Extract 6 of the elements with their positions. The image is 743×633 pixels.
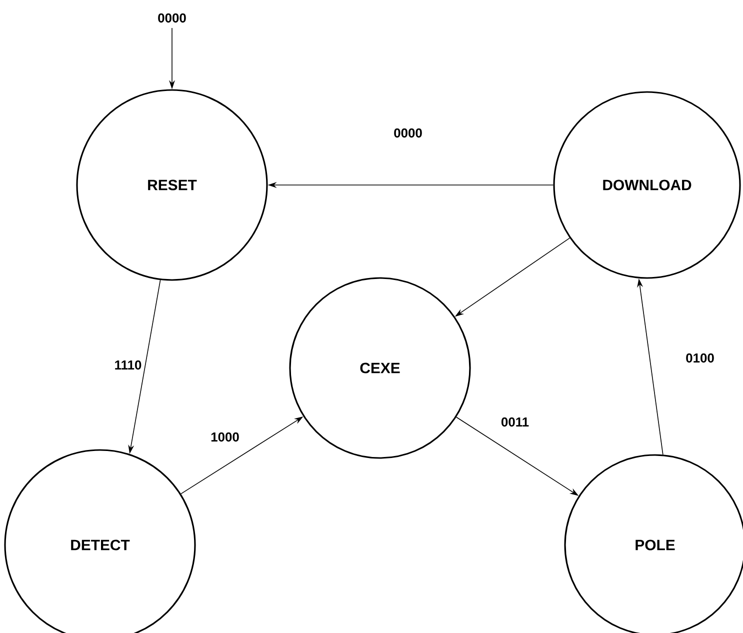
edge-label: 1110 <box>113 359 143 371</box>
edge-label: 0000 <box>156 12 188 24</box>
edge-label: 1000 <box>210 431 240 443</box>
edge-label: 0100 <box>684 352 716 364</box>
edge-label: 0000 <box>392 127 424 139</box>
edge-label: 0011 <box>500 416 530 428</box>
